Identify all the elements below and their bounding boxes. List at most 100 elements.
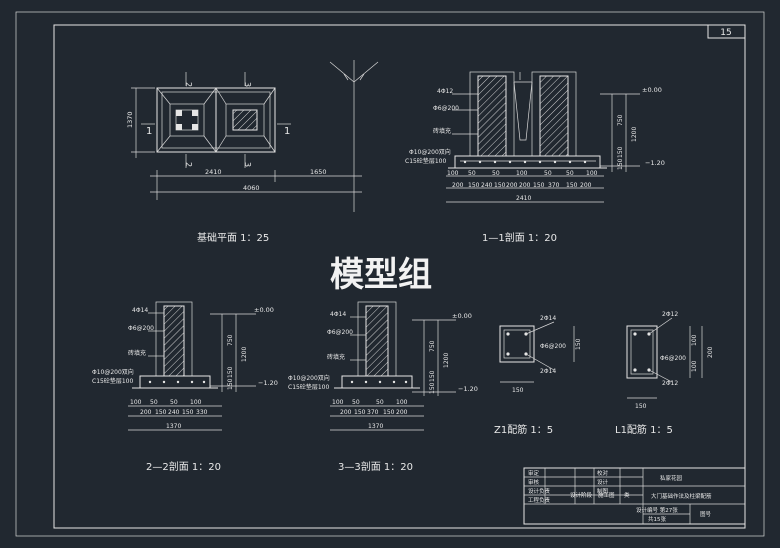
svg-text:100: 100: [691, 360, 698, 372]
svg-text:150: 150: [429, 382, 436, 394]
svg-text:4060: 4060: [243, 184, 260, 192]
section-2-2: 4Φ14 Φ6@200 砖填充 Φ10@200双向 C15砼垫层100 ±0.0…: [92, 301, 278, 473]
svg-text:砖填充: 砖填充: [327, 353, 345, 361]
foundation-plan: 1 1 2 2 3 3 1370 2410 1650 4060 基础平面 1：2…: [126, 60, 379, 244]
section-3-3: 4Φ14 Φ6@200 砖填充 Φ10@200双向 C15砼垫层100 ±0.0…: [288, 301, 478, 473]
svg-text:1370: 1370: [126, 111, 134, 128]
svg-text:150: 150: [533, 182, 545, 189]
svg-text:砖填充: 砖填充: [433, 127, 451, 135]
svg-text:150: 150: [429, 370, 436, 382]
svg-text:Φ6@200: Φ6@200: [660, 355, 686, 362]
svg-text:150: 150: [566, 182, 578, 189]
svg-text:2Φ14: 2Φ14: [540, 315, 556, 322]
svg-text:Φ6@200: Φ6@200: [540, 343, 566, 350]
svg-text:50: 50: [170, 399, 178, 406]
svg-text:370: 370: [367, 409, 379, 416]
svg-text:100: 100: [586, 170, 598, 177]
svg-text:50: 50: [492, 170, 500, 177]
s11-title: 1—1剖面 1：20: [482, 231, 557, 244]
svg-text:1: 1: [146, 126, 152, 137]
svg-text:±0.00: ±0.00: [254, 306, 274, 314]
svg-text:100: 100: [447, 170, 459, 177]
svg-text:±0.00: ±0.00: [642, 86, 662, 94]
svg-text:200: 200: [707, 346, 714, 358]
l1-title: L1配筋 1：5: [615, 423, 673, 436]
svg-text:200: 200: [519, 182, 531, 189]
svg-text:1: 1: [284, 126, 290, 137]
svg-text:1650: 1650: [310, 168, 327, 176]
svg-text:工程负责: 工程负责: [528, 496, 551, 504]
svg-text:200: 200: [140, 409, 152, 416]
svg-text:图号: 图号: [700, 510, 712, 518]
svg-text:设计阶段: 设计阶段: [570, 491, 593, 499]
svg-text:50: 50: [544, 170, 552, 177]
svg-text:C15砼垫层100: C15砼垫层100: [288, 383, 329, 391]
svg-text:200: 200: [506, 182, 518, 189]
svg-text:校对: 校对: [597, 469, 609, 477]
svg-text:4Φ12: 4Φ12: [437, 88, 453, 95]
z1-title: Z1配筋 1：5: [494, 423, 553, 436]
svg-text:设计负责: 设计负责: [528, 487, 551, 495]
svg-text:50: 50: [566, 170, 574, 177]
svg-text:施工图: 施工图: [598, 491, 615, 499]
svg-text:1370: 1370: [368, 423, 383, 430]
svg-text:750: 750: [227, 334, 234, 346]
svg-text:C15砼垫层100: C15砼垫层100: [92, 377, 133, 385]
section-1-1: 4Φ12 Φ6@200 砖填充 Φ10@200双向 C15砼垫层100 ±0.0…: [405, 71, 665, 244]
svg-text:150: 150: [494, 182, 506, 189]
s22-title: 2—2剖面 1：20: [146, 460, 221, 473]
svg-text:150: 150: [468, 182, 480, 189]
svg-text:±0.00: ±0.00: [452, 312, 472, 320]
svg-text:C15砼垫层100: C15砼垫层100: [405, 157, 446, 165]
svg-text:−1.20: −1.20: [258, 379, 278, 387]
svg-text:4Φ14: 4Φ14: [330, 311, 346, 318]
svg-text:750: 750: [429, 340, 436, 352]
svg-text:750: 750: [617, 114, 624, 126]
svg-text:砖填充: 砖填充: [128, 349, 146, 357]
svg-text:2Φ12: 2Φ12: [662, 311, 678, 318]
l1-rebar-detail: 2Φ12 Φ6@200 2Φ12 100 100 200 150 L1配筋 1：…: [615, 311, 714, 436]
svg-text:共15张: 共15张: [648, 515, 666, 523]
svg-text:1200: 1200: [443, 353, 450, 368]
svg-text:Φ10@200双向: Φ10@200双向: [92, 368, 134, 376]
svg-text:1200: 1200: [241, 347, 248, 362]
svg-text:2: 2: [184, 82, 193, 87]
svg-text:100: 100: [130, 399, 142, 406]
svg-text:Φ10@200双向: Φ10@200双向: [409, 148, 451, 156]
svg-text:100: 100: [516, 170, 528, 177]
svg-text:Φ6@200: Φ6@200: [327, 329, 353, 336]
s33-title: 3—3剖面 1：20: [338, 460, 413, 473]
outer-frame: [15, 11, 765, 537]
svg-text:150: 150: [182, 409, 194, 416]
svg-text:150: 150: [227, 366, 234, 378]
svg-text:100: 100: [190, 399, 202, 406]
svg-text:100: 100: [332, 399, 344, 406]
svg-text:240: 240: [168, 409, 180, 416]
svg-text:类: 类: [624, 491, 630, 499]
drawing-name: 大门基础作法及柱梁配筋: [651, 492, 712, 500]
svg-text:2410: 2410: [516, 195, 531, 202]
svg-text:150: 150: [575, 338, 582, 350]
svg-text:370: 370: [548, 182, 560, 189]
svg-text:Φ6@200: Φ6@200: [128, 325, 154, 332]
title-block: 审定 审核 设计负责 工程负责 校对 设计 制图 设计阶段 施工图 类 私家花园…: [523, 467, 746, 525]
svg-text:200: 200: [396, 409, 408, 416]
inner-frame: [53, 24, 746, 529]
svg-text:150: 150: [354, 409, 366, 416]
svg-text:150: 150: [383, 409, 395, 416]
svg-text:150: 150: [512, 387, 524, 394]
plan-title: 基础平面 1：25: [197, 231, 269, 244]
svg-text:3: 3: [243, 82, 252, 87]
svg-text:2: 2: [184, 162, 193, 167]
sheet-number: 15: [720, 28, 731, 38]
svg-text:1370: 1370: [166, 423, 181, 430]
project-name: 私家花园: [660, 474, 683, 482]
svg-text:50: 50: [376, 399, 384, 406]
svg-text:2410: 2410: [205, 168, 222, 176]
svg-text:240: 240: [481, 182, 493, 189]
svg-text:−1.20: −1.20: [645, 159, 665, 167]
svg-text:4Φ14: 4Φ14: [132, 307, 148, 314]
svg-text:3: 3: [243, 162, 252, 167]
svg-text:制图: 制图: [597, 487, 609, 495]
